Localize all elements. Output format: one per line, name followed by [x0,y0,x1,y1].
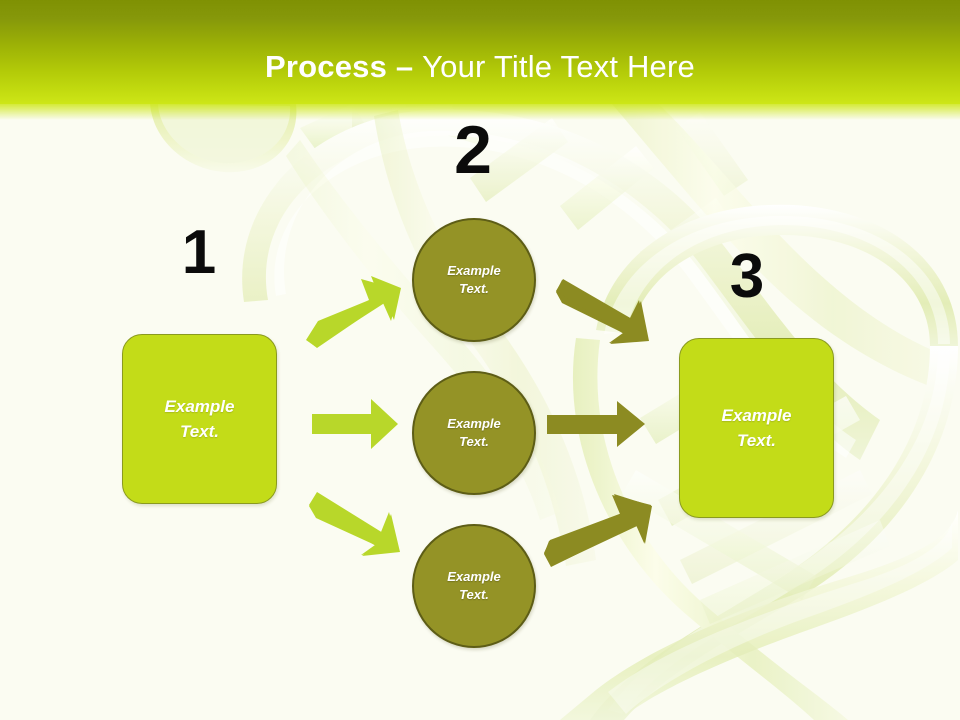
slide-title-bar: Process – Your Title Text Here [0,0,960,120]
process-circle-3-label: Example Text. [447,569,501,602]
arrow-step1-to-circle2 [312,399,398,449]
arrow-step1-to-circle1 [306,276,401,348]
process-box-start[interactable]: Example Text. [122,334,277,504]
arrow-step1-to-circle3 [309,492,400,556]
process-circle-1-label: Example Text. [447,263,501,296]
process-box-start-label: Example Text. [164,397,235,441]
process-circle-3[interactable]: Example Text. [412,524,536,648]
step-number-3: 3 [729,242,765,311]
arrow-circle3-to-step3 [544,494,652,567]
process-circle-2-label: Example Text. [447,416,501,449]
page-title-rest: Your Title Text Here [422,49,695,84]
page-title: Process – Your Title Text Here [0,48,960,86]
process-box-end[interactable]: Example Text. [679,338,834,518]
page-title-strong: Process [265,49,388,84]
process-circle-1[interactable]: Example Text. [412,218,536,342]
page-title-dash: – [387,49,423,84]
process-circle-2[interactable]: Example Text. [412,371,536,495]
arrow-circle1-to-step3 [556,279,649,344]
step-number-1: 1 [181,218,217,287]
process-box-end-label: Example Text. [721,406,792,450]
arrow-circle2-to-step3 [547,401,645,447]
step-number-2: 2 [454,112,492,188]
